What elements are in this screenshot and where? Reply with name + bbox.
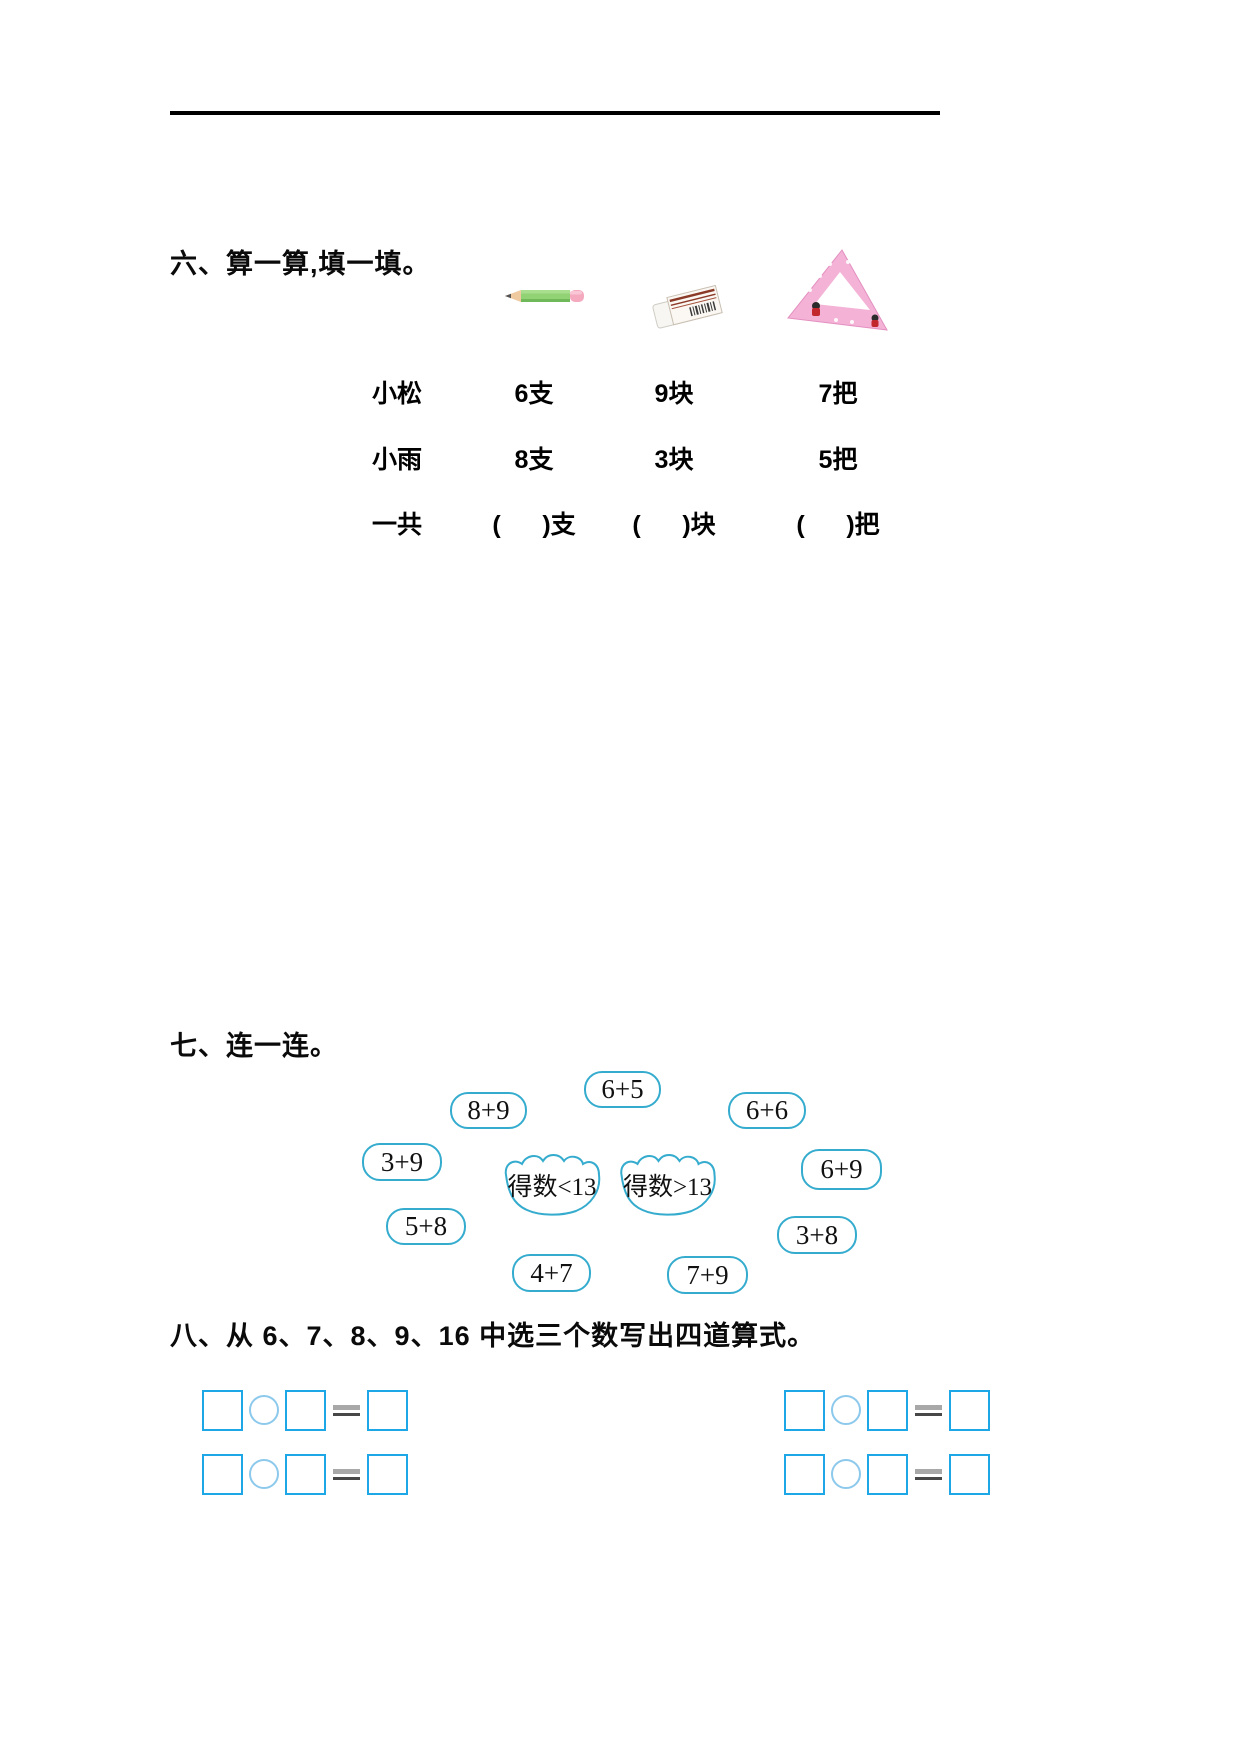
table-row: 小雨 8支 3块 5把 [0, 440, 1240, 474]
equals-bar-top [333, 1404, 360, 1410]
result-box[interactable] [367, 1453, 408, 1495]
result-box[interactable] [949, 1453, 990, 1495]
cell-pencils: 6支 [514, 380, 554, 408]
cell-erasers: 9块 [654, 380, 694, 408]
equals-sign [333, 1468, 360, 1480]
equals-bar-top [333, 1468, 360, 1474]
operand-box[interactable] [784, 1389, 825, 1431]
equation-group [784, 1453, 990, 1495]
expression-bubble[interactable]: 6+5 [584, 1071, 661, 1108]
triangle-ruler-icon [786, 246, 890, 334]
pencil-icon [503, 286, 587, 306]
cell-rulers: 5把 [818, 446, 858, 474]
operator-circle[interactable] [831, 1395, 861, 1425]
equals-bar-bottom [333, 1476, 360, 1480]
cell-rulers: 7把 [818, 380, 858, 408]
equation-group [202, 1389, 408, 1431]
operand-box[interactable] [202, 1389, 243, 1431]
equals-bar-bottom [333, 1412, 360, 1416]
equation-group [202, 1453, 408, 1495]
equals-bar-top [915, 1468, 942, 1474]
table-row-total: 一共 ( )支 ( )块 ( )把 [0, 505, 1240, 539]
section-seven-title: 七、连一连。 [170, 1031, 338, 1061]
operator-circle[interactable] [249, 1459, 279, 1489]
eraser-icon [648, 282, 726, 334]
expression-bubble[interactable]: 3+9 [362, 1143, 442, 1181]
operator-circle[interactable] [249, 1395, 279, 1425]
equals-bar-bottom [915, 1412, 942, 1416]
equals-sign [915, 1468, 942, 1480]
mickey-decoration [812, 302, 879, 327]
expression-bubble[interactable]: 6+9 [801, 1149, 882, 1190]
operand-box[interactable] [867, 1389, 908, 1431]
operand-box[interactable] [285, 1389, 326, 1431]
section-six-title: 六、算一算,填一填。 [170, 249, 431, 279]
equals-sign [333, 1404, 360, 1416]
equation-group [784, 1389, 990, 1431]
header-divider [170, 111, 940, 115]
target-less-than-13[interactable]: 得数<13 [496, 1151, 608, 1217]
section-eight-title: 八、从 6、7、8、9、16 中选三个数写出四道算式。 [170, 1321, 816, 1351]
result-box[interactable] [949, 1389, 990, 1431]
fill-blank-erasers[interactable]: ( )块 [632, 511, 716, 539]
cell-erasers: 3块 [654, 446, 694, 474]
operand-box[interactable] [867, 1453, 908, 1495]
row-label: 小雨 [372, 446, 423, 474]
row-label: 一共 [372, 511, 423, 539]
expression-bubble[interactable]: 5+8 [386, 1208, 466, 1245]
fill-blank-rulers[interactable]: ( )把 [796, 511, 880, 539]
expression-bubble[interactable]: 8+9 [450, 1092, 527, 1129]
row-label: 小松 [372, 380, 423, 408]
equals-bar-top [915, 1404, 942, 1410]
target-greater-than-13[interactable]: 得数>13 [611, 1151, 724, 1217]
cell-pencils: 8支 [514, 446, 554, 474]
expression-bubble[interactable]: 6+6 [728, 1092, 806, 1129]
operator-circle[interactable] [831, 1459, 861, 1489]
fill-blank-pencils[interactable]: ( )支 [492, 511, 576, 539]
equals-sign [915, 1404, 942, 1416]
expression-bubble[interactable]: 4+7 [512, 1254, 591, 1292]
operand-box[interactable] [784, 1453, 825, 1495]
expression-bubble[interactable]: 3+8 [777, 1216, 857, 1254]
operand-box[interactable] [202, 1453, 243, 1495]
equals-bar-bottom [915, 1476, 942, 1480]
expression-bubble[interactable]: 7+9 [667, 1256, 748, 1294]
target-label: 得数<13 [507, 1174, 597, 1201]
table-row: 小松 6支 9块 7把 [0, 374, 1240, 408]
operand-box[interactable] [285, 1453, 326, 1495]
target-label: 得数>13 [622, 1174, 713, 1201]
result-box[interactable] [367, 1389, 408, 1431]
